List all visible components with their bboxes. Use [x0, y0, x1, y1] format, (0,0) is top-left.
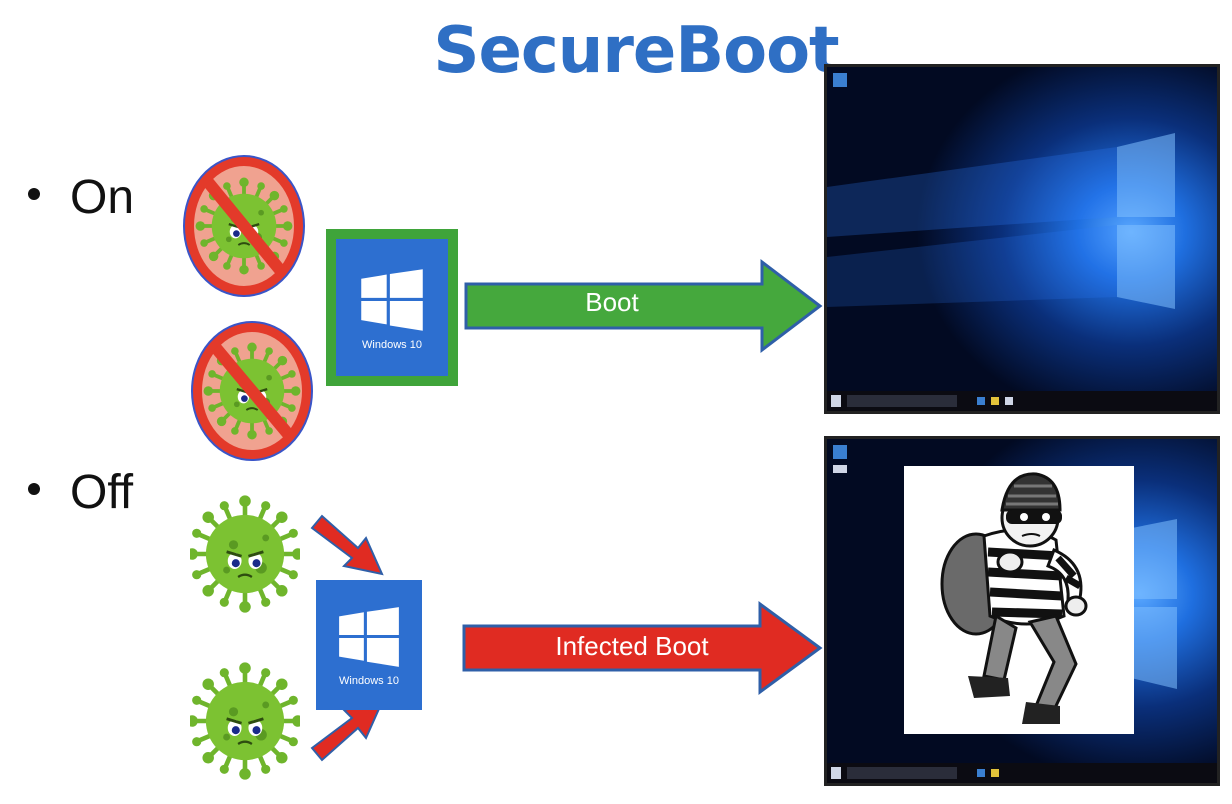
bullet-dot [28, 483, 40, 496]
attack-arrow [310, 514, 384, 576]
boot-arrow-label: Boot [585, 287, 639, 317]
windows-tile: Windows 10 [336, 239, 448, 376]
windows-label: Windows 10 [362, 338, 422, 351]
bullet-on-label: On [70, 171, 135, 224]
windows-logo-icon [339, 607, 399, 667]
bullet-dot [28, 188, 40, 201]
burglar-icon [940, 472, 1088, 724]
virus-icon [190, 494, 300, 614]
page-title: SecureBoot [433, 14, 839, 88]
secure-windows-frame: Windows 10 [326, 229, 458, 386]
windows-desktop-screenshot [824, 64, 1220, 414]
infected-boot-arrow-label: Infected Boot [555, 631, 709, 661]
virus-icon [190, 660, 300, 782]
prohibited-virus-icon [183, 155, 305, 297]
bullet-on: On [28, 170, 134, 225]
prohibited-virus-icon [191, 321, 313, 461]
attack-arrow [310, 700, 384, 762]
windows-tile: Windows 10 [316, 580, 422, 710]
burglar-image [904, 466, 1134, 734]
bullet-off: Off [28, 465, 133, 520]
windows-label: Windows 10 [339, 675, 399, 687]
bullet-off-label: Off [70, 466, 134, 519]
boot-arrow [464, 258, 823, 354]
infected-boot-arrow [462, 601, 823, 695]
windows-logo-icon [361, 268, 423, 331]
